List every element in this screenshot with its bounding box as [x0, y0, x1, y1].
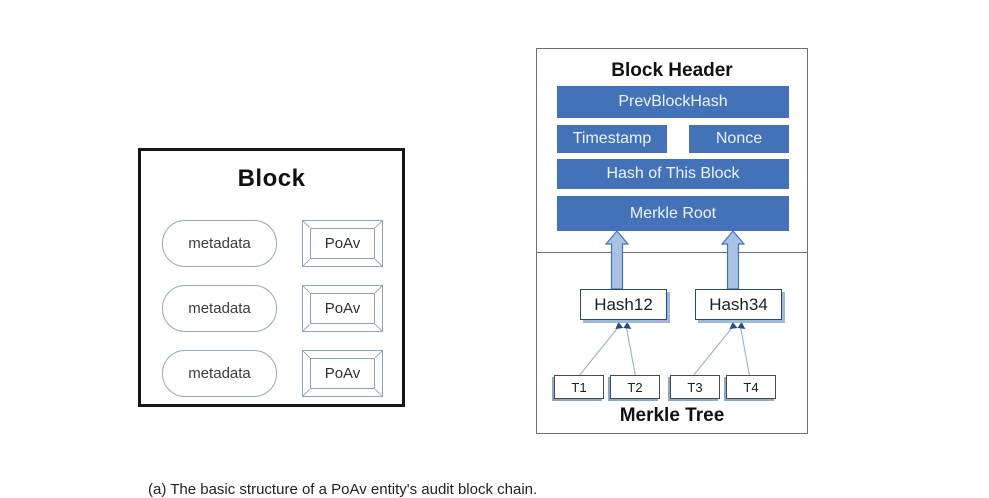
block-header-merkle-diagram: Block Header PrevBlockHash Timestamp Non… [536, 48, 808, 434]
hash-node-hash34: Hash34 [695, 289, 782, 320]
poav-label: PoAv [310, 357, 375, 389]
arrowhead-icon [623, 322, 632, 329]
figure-caption: (a) The basic structure of a PoAv entity… [148, 481, 538, 498]
header-field-timestamp: Timestamp [557, 125, 667, 153]
transaction-t2: T2 [610, 375, 660, 399]
block-title: Block [237, 165, 306, 192]
arrowhead-icon [729, 322, 738, 329]
header-field-merkle-root: Merkle Root [557, 196, 789, 231]
block-row: metadata PoAv [141, 284, 402, 332]
poav-label: PoAv [310, 227, 375, 259]
hash-node-hash12: Hash12 [580, 289, 667, 320]
merkle-tree-label: Merkle Tree [619, 405, 725, 426]
arrowhead-icon [737, 322, 746, 329]
metadata-pill: metadata [162, 349, 277, 397]
connector-line [579, 326, 619, 376]
block-diagram: Block metadata PoAv metadata PoAv [138, 148, 405, 407]
transaction-t4: T4 [726, 375, 776, 399]
connector-line [625, 326, 636, 376]
poav-box: PoAv [302, 284, 383, 332]
block-header-section: Block Header PrevBlockHash Timestamp Non… [537, 49, 807, 253]
metadata-pill: metadata [162, 219, 277, 267]
poav-label: PoAv [310, 292, 375, 324]
arrowhead-icon [615, 322, 624, 329]
header-field-hash-of-this-block: Hash of This Block [557, 159, 789, 189]
connector-line [693, 326, 733, 376]
block-row: metadata PoAv [141, 219, 402, 267]
block-header-title: Block Header [611, 60, 733, 81]
transaction-t1: T1 [554, 375, 604, 399]
header-field-prevblockhash: PrevBlockHash [557, 86, 789, 118]
transaction-t3: T3 [670, 375, 720, 399]
connector-line [739, 326, 750, 376]
poav-box: PoAv [302, 349, 383, 397]
block-row: metadata PoAv [141, 349, 402, 397]
header-field-nonce: Nonce [689, 125, 789, 153]
merkle-tree-section: Hash12 Hash34 T1 T2 T3 T4 Merkle Tree [537, 253, 807, 433]
metadata-pill: metadata [162, 284, 277, 332]
poav-box: PoAv [302, 219, 383, 267]
